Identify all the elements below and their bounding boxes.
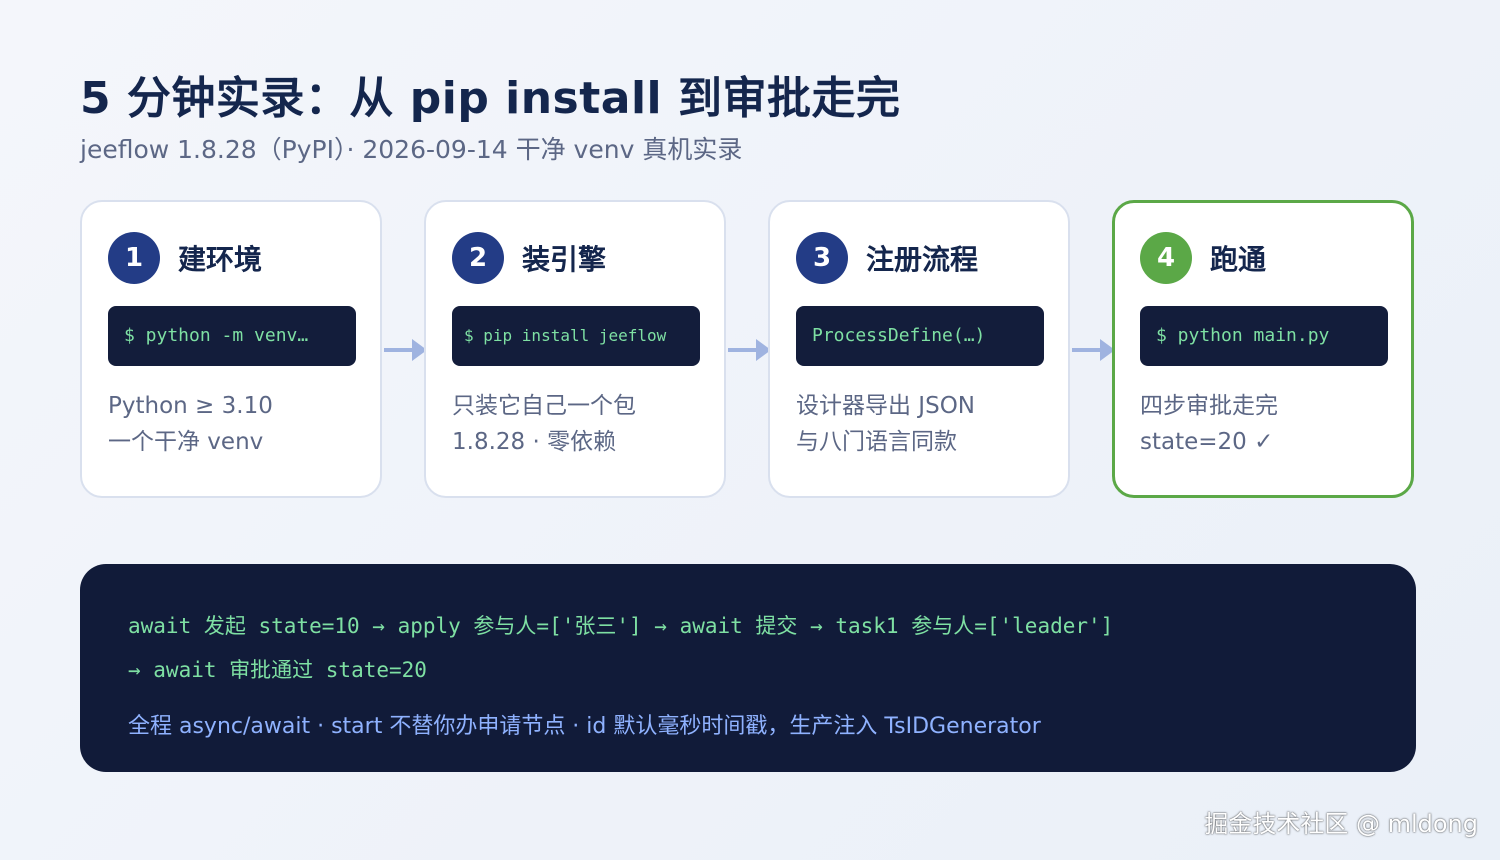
arrow-right-icon xyxy=(384,339,427,361)
step-command: $ python -m venv… xyxy=(108,306,356,366)
step-command: $ python main.py xyxy=(1140,306,1388,366)
step-desc-line: 与八门语言同款 xyxy=(796,429,957,455)
step-number-badge: 1 xyxy=(108,232,160,284)
arrow-right-icon xyxy=(1072,339,1115,361)
step-desc-line: state=20 ✓ xyxy=(1140,429,1274,455)
step-description: 只装它自己一个包 1.8.28 · 零依赖 xyxy=(452,388,636,460)
step-card-3: 3 注册流程 ProcessDefine(…) 设计器导出 JSON 与八门语言… xyxy=(768,200,1070,498)
code-line: → await 审批通过 state=20 xyxy=(128,658,427,682)
step-title: 建环境 xyxy=(178,243,263,276)
step-desc-line: 四步审批走完 xyxy=(1140,393,1278,419)
step-desc-line: 1.8.28 · 零依赖 xyxy=(452,429,617,455)
step-number-badge: 4 xyxy=(1140,232,1192,284)
page-subtitle: jeeflow 1.8.28（PyPI）· 2026-09-14 干净 venv… xyxy=(80,135,743,164)
step-number-badge: 2 xyxy=(452,232,504,284)
panel-note: 全程 async/await · start 不替你办申请节点 · id 默认毫… xyxy=(128,714,1041,739)
page-title: 5 分钟实录：从 pip install 到审批走完 xyxy=(80,73,901,124)
step-desc-line: Python ≥ 3.10 xyxy=(108,393,273,419)
arrow-right-icon xyxy=(728,339,771,361)
step-number-badge: 3 xyxy=(796,232,848,284)
watermark: 掘金技术社区 @ mldong xyxy=(1204,810,1478,838)
step-command: ProcessDefine(…) xyxy=(796,306,1044,366)
step-card-2: 2 装引擎 $ pip install jeeflow 只装它自己一个包 1.8… xyxy=(424,200,726,498)
step-desc-line: 一个干净 venv xyxy=(108,429,264,455)
step-title: 装引擎 xyxy=(522,243,607,276)
step-desc-line: 只装它自己一个包 xyxy=(452,393,636,419)
step-card-4: 4 跑通 $ python main.py 四步审批走完 state=20 ✓ xyxy=(1112,200,1414,498)
step-card-1: 1 建环境 $ python -m venv… Python ≥ 3.10 一个… xyxy=(80,200,382,498)
step-description: 设计器导出 JSON 与八门语言同款 xyxy=(796,388,975,460)
step-command: $ pip install jeeflow xyxy=(452,306,700,366)
code-summary-panel: await 发起 state=10 → apply 参与人=['张三'] → a… xyxy=(80,564,1416,772)
step-description: 四步审批走完 state=20 ✓ xyxy=(1140,388,1278,460)
step-title: 注册流程 xyxy=(866,243,979,276)
step-description: Python ≥ 3.10 一个干净 venv xyxy=(108,388,273,460)
code-line: await 发起 state=10 → apply 参与人=['张三'] → a… xyxy=(128,614,1114,638)
step-desc-line: 设计器导出 JSON xyxy=(796,393,976,419)
step-title: 跑通 xyxy=(1210,243,1267,276)
